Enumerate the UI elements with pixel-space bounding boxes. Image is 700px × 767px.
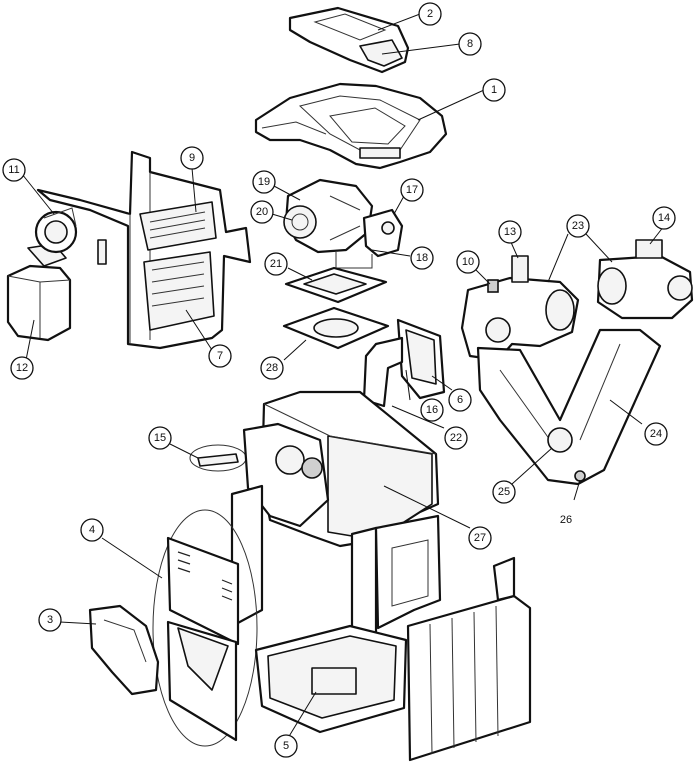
- callout-3: 3: [38, 608, 62, 632]
- svg-text:5: 5: [283, 740, 289, 752]
- svg-text:23: 23: [572, 220, 584, 232]
- part-control-board-main: [143, 251, 215, 331]
- svg-text:10: 10: [462, 256, 474, 268]
- part-air-duct-pipe: [362, 336, 404, 408]
- part-ignition-electrode: [189, 444, 247, 472]
- callout-2: 2: [418, 2, 442, 26]
- callout-4: 4: [80, 518, 104, 542]
- part-top-casing: [254, 82, 448, 170]
- callout-22: 22: [444, 426, 468, 450]
- part-top-cover: [288, 6, 410, 74]
- svg-text:24: 24: [650, 428, 662, 440]
- svg-text:22: 22: [450, 432, 462, 444]
- callout-10: 10: [456, 250, 480, 274]
- callout-28: 28: [260, 356, 284, 380]
- callout-13: 13: [498, 220, 522, 244]
- svg-text:25: 25: [498, 486, 510, 498]
- part-base-tray: [254, 624, 408, 734]
- svg-text:18: 18: [416, 252, 428, 264]
- svg-text:1: 1: [491, 84, 497, 96]
- callout-19: 19: [252, 170, 276, 194]
- svg-text:28: 28: [266, 362, 278, 374]
- callout-14: 14: [652, 206, 676, 230]
- part-cover-insert: [359, 39, 403, 67]
- part-siphon: [88, 604, 160, 696]
- callout-11: 11: [2, 158, 26, 182]
- callout-8: 8: [458, 32, 482, 56]
- svg-text:13: 13: [504, 226, 516, 238]
- part-front-panel: [406, 556, 532, 762]
- callout-1: 1: [482, 78, 506, 102]
- callout-16: 16: [420, 398, 444, 422]
- part-control-board-upper: [139, 201, 217, 251]
- svg-text:14: 14: [658, 212, 670, 224]
- part-air-duct-panel: [396, 318, 446, 400]
- callout-23: 23: [566, 214, 590, 238]
- part-sensor-13: [511, 255, 529, 283]
- part-burner-plate: [284, 266, 388, 304]
- svg-text:21: 21: [270, 258, 282, 270]
- callout-26: 26: [560, 514, 572, 526]
- svg-text:16: 16: [426, 404, 438, 416]
- part-gas-valve: [335, 208, 404, 269]
- svg-text:11: 11: [8, 164, 19, 176]
- part-main-body: [242, 390, 440, 548]
- svg-text:6: 6: [457, 394, 463, 406]
- part-hydraulic-left-manifold: [460, 255, 580, 362]
- part-side-panel: [152, 509, 258, 747]
- svg-text:17: 17: [406, 184, 418, 196]
- part-valve-10: [487, 279, 499, 293]
- svg-text:9: 9: [189, 152, 195, 164]
- callout-20: 20: [250, 200, 274, 224]
- part-heat-exchanger-arm: [476, 328, 662, 486]
- callout-24: 24: [644, 422, 668, 446]
- part-pressure-switch: [34, 207, 78, 254]
- svg-text:4: 4: [89, 524, 95, 536]
- callout-5: 5: [274, 734, 298, 758]
- callout-27: 27: [468, 526, 492, 550]
- part-burner-gasket: [282, 306, 390, 350]
- svg-text:7: 7: [217, 350, 223, 362]
- callout-21: 21: [264, 252, 288, 276]
- callout-18: 18: [410, 246, 434, 270]
- svg-text:15: 15: [154, 432, 166, 444]
- svg-text:12: 12: [16, 362, 28, 374]
- callout-25: 25: [492, 480, 516, 504]
- callout-6: 6: [448, 388, 472, 412]
- svg-text:26: 26: [560, 514, 572, 526]
- svg-text:27: 27: [474, 532, 486, 544]
- callout-17: 17: [400, 178, 424, 202]
- svg-text:20: 20: [256, 206, 268, 218]
- callout-12: 12: [10, 356, 34, 380]
- svg-text:8: 8: [467, 38, 473, 50]
- part-blower: [283, 178, 374, 254]
- svg-text:19: 19: [258, 176, 270, 188]
- part-hydraulic-right-manifold: [596, 239, 694, 320]
- callout-9: 9: [180, 146, 204, 170]
- callout-7: 7: [208, 344, 232, 368]
- svg-text:2: 2: [427, 8, 433, 20]
- part-fitting-14: [635, 239, 663, 259]
- svg-text:3: 3: [47, 614, 53, 626]
- part-transformer: [6, 243, 72, 342]
- callout-15: 15: [148, 426, 172, 450]
- leader-lines: [21, 13, 665, 739]
